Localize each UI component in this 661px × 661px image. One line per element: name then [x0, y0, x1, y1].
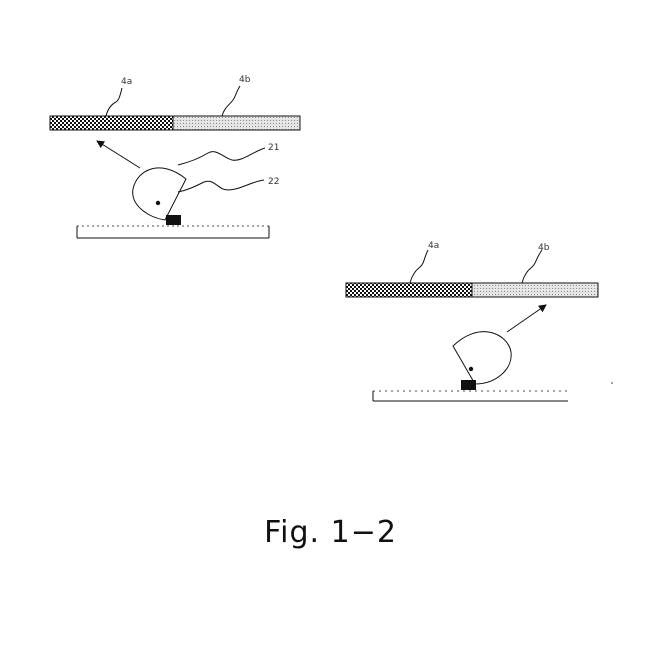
label-4b-right: 4b	[538, 243, 550, 253]
leader-4b-right	[522, 250, 542, 283]
figure-caption: Fig. 1−2	[0, 515, 661, 550]
upper-left-subfigure: 4a 4b 21 22	[50, 75, 300, 238]
sensor-block-left	[166, 215, 181, 225]
ref-label-21: 21	[268, 143, 279, 153]
stray-dot	[611, 382, 613, 384]
sensor-head-left	[133, 168, 186, 220]
strip-4b-right	[472, 283, 598, 297]
sensor-head-right	[453, 332, 511, 384]
sensor-block-right	[461, 380, 476, 390]
arrow-to-4b	[507, 305, 546, 332]
lower-right-subfigure: 4a 4b	[346, 241, 613, 401]
sensor-pivot-dot-right	[469, 367, 473, 371]
ref-label-22: 22	[268, 177, 279, 187]
leader-22	[178, 180, 264, 192]
leader-4a-left	[106, 88, 122, 116]
label-4a-left: 4a	[121, 77, 132, 87]
strip-4b-left	[173, 116, 300, 130]
label-4b-left: 4b	[239, 75, 251, 85]
strip-4a-right	[346, 283, 472, 297]
leader-4a-right	[410, 250, 428, 283]
arrow-to-4a	[97, 141, 140, 168]
sensor-pivot-dot-left	[156, 201, 160, 205]
label-4a-right: 4a	[428, 241, 439, 251]
leader-4b-left	[222, 86, 240, 116]
leader-21	[178, 148, 265, 165]
strip-4a-left	[50, 116, 173, 130]
